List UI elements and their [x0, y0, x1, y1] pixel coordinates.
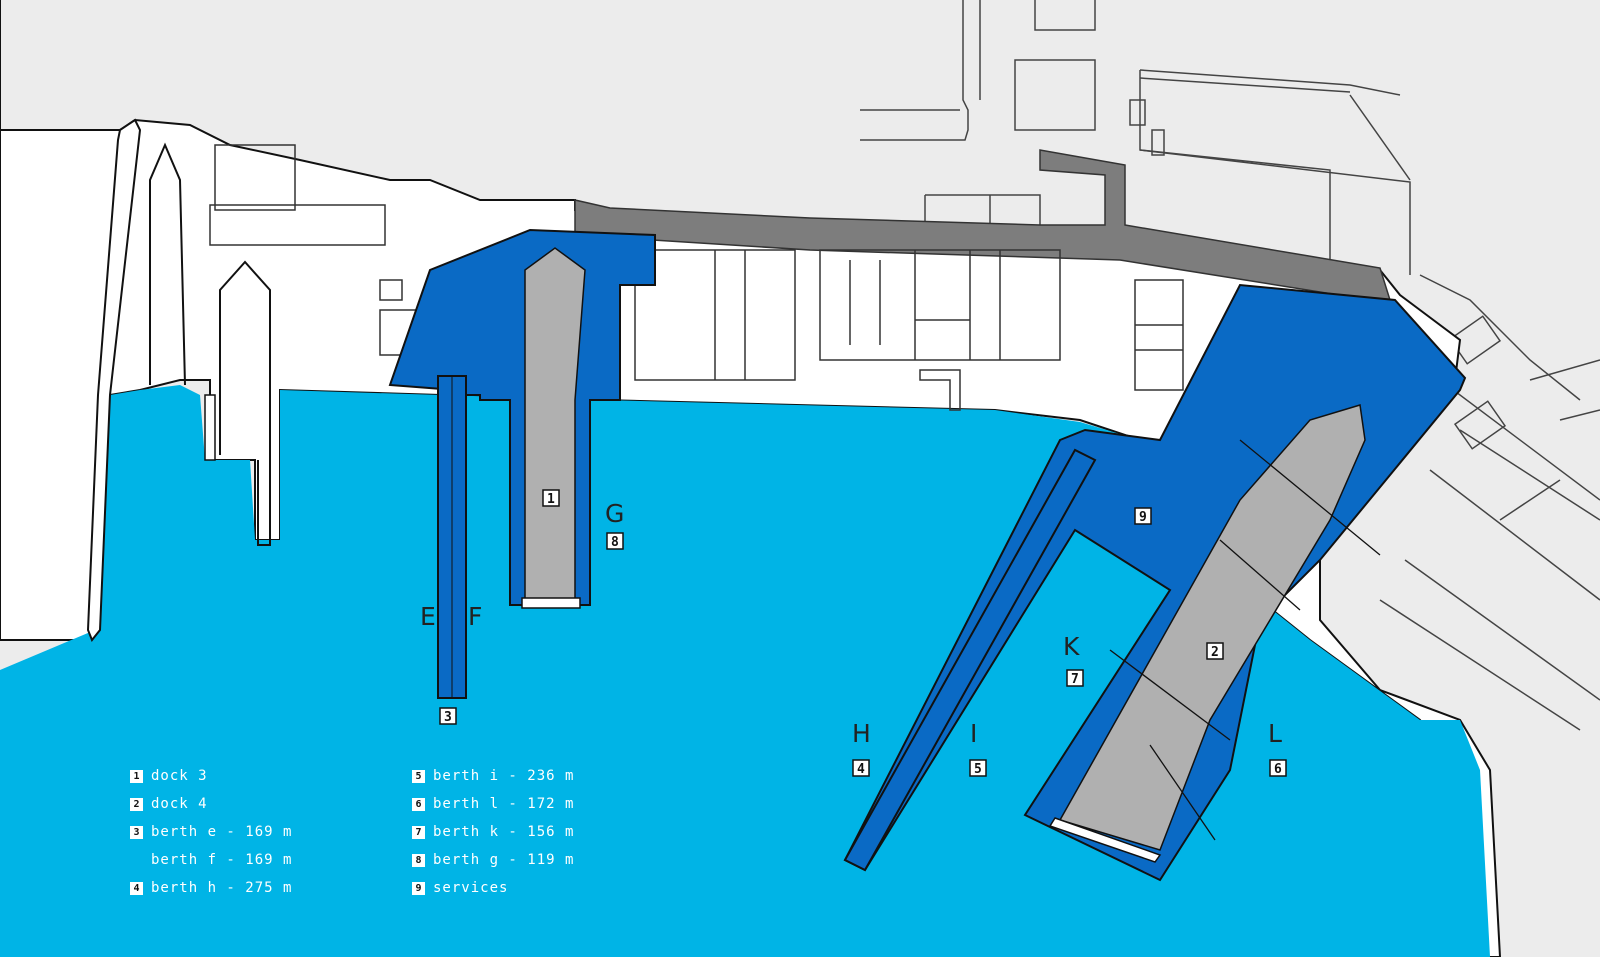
legend-number	[130, 854, 143, 867]
map-number-1: 1	[542, 489, 560, 507]
legend-number: 4	[130, 881, 143, 895]
left-pier	[86, 118, 142, 642]
legend-item: berth f - 169 m	[130, 846, 292, 874]
legend-number: 7	[412, 825, 425, 839]
mid-pier-dock	[219, 260, 271, 546]
map-number-3-text: 3	[444, 710, 452, 725]
map-number-5-text: 5	[974, 762, 982, 777]
label-k: K	[1063, 632, 1080, 661]
label-h: H	[852, 719, 871, 748]
legend-item: 3 berth e - 169 m	[130, 818, 292, 846]
legend-label: berth l - 172 m	[433, 796, 575, 812]
map-number-4-text: 4	[857, 762, 865, 777]
map-number-2-text: 2	[1211, 645, 1219, 660]
legend-item: 7 berth k - 156 m	[412, 818, 574, 846]
legend-label: berth f - 169 m	[151, 852, 293, 868]
dock4-crossings	[1109, 439, 1381, 841]
legend-column-left: 1 dock 3 2 dock 4 3 berth e - 169 m bert…	[130, 762, 292, 902]
map-number-9: 9	[1134, 507, 1152, 525]
map-number-7-text: 7	[1071, 672, 1079, 687]
legend-number: 2	[130, 797, 143, 811]
map-number-7: 7	[1066, 669, 1084, 687]
legend-item: 8 berth g - 119 m	[412, 846, 574, 874]
legend-number: 8	[412, 853, 425, 867]
dock3-quay	[388, 228, 656, 606]
map-number-9-text: 9	[1139, 510, 1147, 525]
legend-item: 1 dock 3	[130, 762, 292, 790]
small-pier	[204, 394, 216, 461]
legend-number: 6	[412, 797, 425, 811]
legend-item: 5 berth i - 236 m	[412, 762, 574, 790]
label-i: I	[970, 719, 977, 748]
legend-number: 1	[130, 769, 143, 783]
legend: 1 dock 3 2 dock 4 3 berth e - 169 m bert…	[130, 762, 650, 922]
map-number-6: 6	[1269, 759, 1287, 777]
label-l: L	[1268, 719, 1282, 748]
map-number-3: 3	[439, 707, 457, 725]
legend-number: 5	[412, 769, 425, 783]
legend-label: berth i - 236 m	[433, 768, 575, 784]
legend-label: berth g - 119 m	[433, 852, 575, 868]
map-number-2: 2	[1206, 642, 1224, 660]
berth-hi-pier[interactable]	[843, 448, 1097, 872]
label-g: G	[605, 499, 624, 528]
legend-label: services	[433, 880, 509, 896]
dock4-gate	[1048, 817, 1162, 863]
map-number-8-text: 8	[611, 535, 619, 550]
map-number-4: 4	[852, 759, 870, 777]
legend-item: 9 services	[412, 874, 574, 902]
legend-label: berth k - 156 m	[433, 824, 575, 840]
legend-label: dock 3	[151, 768, 208, 784]
legend-column-right: 5 berth i - 236 m 6 berth l - 172 m 7 be…	[412, 762, 574, 902]
legend-item: 2 dock 4	[130, 790, 292, 818]
label-f: F	[468, 602, 482, 631]
legend-label: dock 4	[151, 796, 208, 812]
legend-item: 6 berth l - 172 m	[412, 790, 574, 818]
label-e: E	[420, 602, 436, 631]
map-number-5: 5	[969, 759, 987, 777]
dock3-gate	[521, 597, 581, 609]
land-outlines	[860, 0, 1600, 731]
road	[574, 149, 1392, 301]
map-number-1-text: 1	[547, 492, 555, 507]
map-number-8: 8	[606, 532, 624, 550]
legend-label: berth h - 275 m	[151, 880, 293, 896]
dock4-basin[interactable]	[1058, 404, 1366, 851]
map-number-6-text: 6	[1274, 762, 1282, 777]
left-pier-dock	[149, 142, 186, 386]
legend-number: 9	[412, 881, 425, 895]
legend-label: berth e - 169 m	[151, 824, 293, 840]
legend-number: 3	[130, 825, 143, 839]
legend-item: 4 berth h - 275 m	[130, 874, 292, 902]
